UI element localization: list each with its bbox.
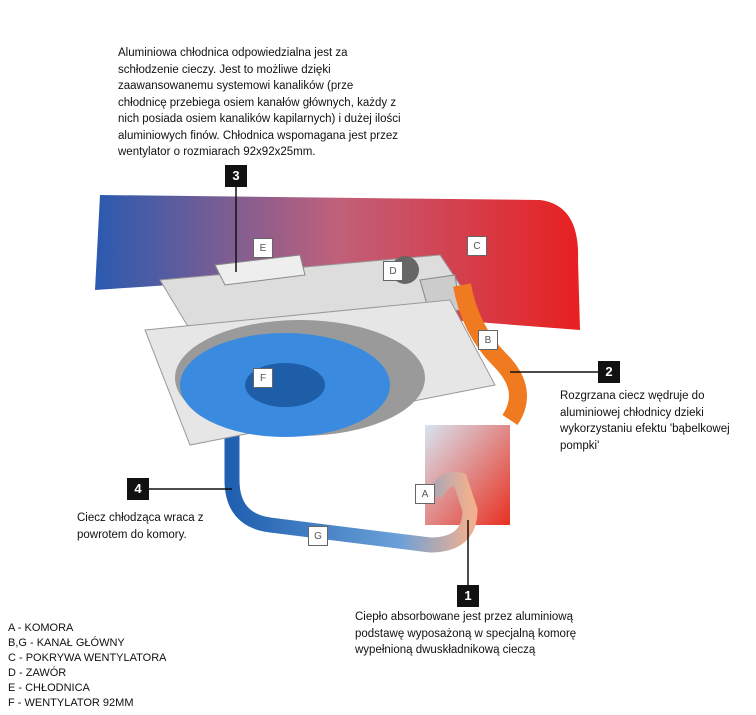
callout-step1: Ciepło absorbowane jest przez aluminiową… xyxy=(355,611,577,656)
marker-4: 4 xyxy=(127,478,149,500)
legend-item: F - WENTYLATOR 92MM xyxy=(8,697,134,709)
legend-item: C - POKRYWA WENTYLATORA xyxy=(8,652,167,664)
part-label-g: G xyxy=(308,526,328,546)
callout-heatsink: Aluminiowa chłodnica odpowiedzialna jest… xyxy=(118,47,401,158)
legend-item: E - CHŁODNICA xyxy=(8,682,90,694)
part-label-b: B xyxy=(478,330,498,350)
part-label-e: E xyxy=(253,238,273,258)
part-label-a: A xyxy=(415,484,435,504)
part-label-d: D xyxy=(383,261,403,281)
part-label-c: C xyxy=(467,236,487,256)
parts-legend: A - KOMORA B,G - KANAŁ GŁÓWNY C - POKRYW… xyxy=(8,621,167,711)
marker-2: 2 xyxy=(598,361,620,383)
legend-item: D - ZAWÓR xyxy=(8,667,67,679)
pipe-g xyxy=(224,420,478,553)
callout-step4: Ciecz chłodząca wraca z powrotem do komo… xyxy=(77,512,204,541)
legend-item: B,G - KANAŁ GŁÓWNY xyxy=(8,637,125,649)
callout-step2: Rozgrzana ciecz wędruje do aluminiowej c… xyxy=(560,390,730,452)
marker-3: 3 xyxy=(225,165,247,187)
marker-1: 1 xyxy=(457,585,479,607)
part-label-f: F xyxy=(253,368,273,388)
pipe-b xyxy=(453,283,527,425)
legend-item: A - KOMORA xyxy=(8,622,74,634)
